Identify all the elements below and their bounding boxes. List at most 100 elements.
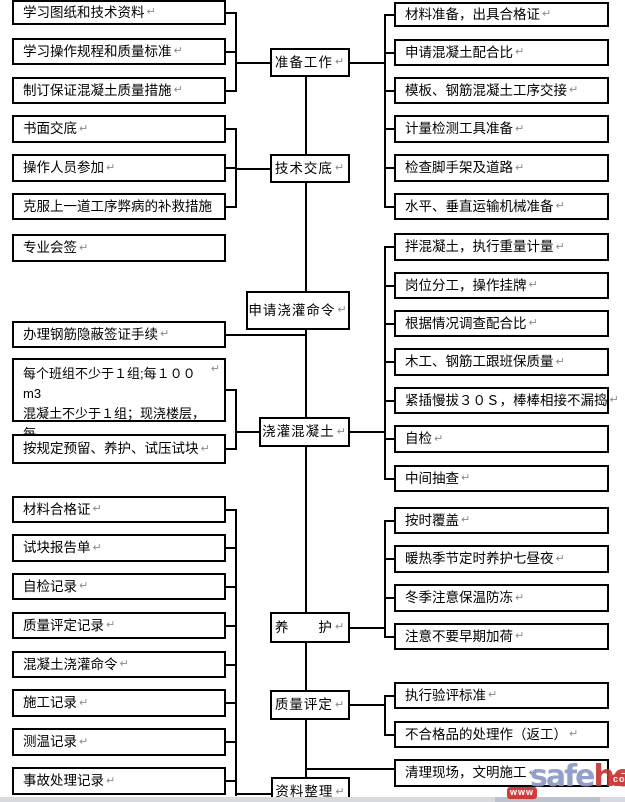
paragraph-return-icon: ↵	[515, 591, 525, 604]
paragraph-return-icon: ↵	[79, 580, 89, 592]
paragraph-return-icon: ↵	[555, 355, 565, 368]
paragraph-return-icon: ↵	[106, 774, 116, 787]
right-box-18: 执行验评标准↵	[394, 682, 609, 709]
left-box-15: 混凝土浇灌命令↵	[12, 651, 226, 678]
connector-line	[384, 636, 397, 638]
stage-box-1: 准备工作↵	[270, 48, 350, 77]
stage-box-7-label: 资料整理	[275, 784, 334, 800]
right-box-5-label: 检查脚手架及道路	[405, 160, 513, 176]
connector-line	[384, 14, 386, 208]
connector-line	[224, 664, 237, 666]
connector-line	[384, 558, 397, 560]
connector-line	[224, 702, 237, 704]
paragraph-return-icon: ↵	[528, 766, 538, 779]
left-box-8: 办理钢筋隐蔽签证手续↵	[12, 321, 226, 348]
paragraph-return-icon: ↵	[334, 56, 346, 68]
right-box-3-label: 模板、钢筋混凝土工序交接	[405, 82, 567, 98]
left-box-5-label: 操作人员参加	[23, 160, 104, 176]
connector-line	[224, 90, 237, 92]
right-box-4: 计量检测工具准备↵	[394, 115, 609, 143]
left-box-16-label: 施工记录	[23, 695, 77, 711]
left-box-7-label: 专业会签	[23, 240, 77, 256]
connector-line	[305, 447, 307, 612]
stage-box-3: 申请浇灌命令↵	[246, 291, 350, 330]
right-box-3: 模板、钢筋混凝土工序交接↵	[394, 77, 609, 104]
connector-line	[384, 400, 397, 402]
stage-box-1-label: 准备工作	[274, 54, 333, 70]
left-box-15-label: 混凝土浇灌命令	[23, 656, 118, 672]
left-box-14: 质量评定记录↵	[12, 612, 226, 639]
right-box-1: 材料准备，出具合格证↵	[394, 2, 609, 27]
right-box-20-label: 清理现场，文明施工	[405, 765, 527, 781]
left-box-10: 按规定预留、养护、试压试块↵	[12, 434, 226, 464]
paragraph-return-icon: ↵	[542, 8, 552, 20]
connector-line	[224, 509, 237, 511]
left-box-17-label: 测温记录	[23, 734, 77, 750]
right-box-6-label: 水平、垂直运输机械准备	[405, 198, 554, 214]
right-box-17: 注意不要早期加荷↵	[394, 623, 609, 650]
connector-line	[384, 52, 397, 54]
paragraph-return-icon: ↵	[555, 552, 565, 565]
connector-line	[384, 246, 386, 480]
connector-line	[235, 431, 262, 433]
paragraph-return-icon: ↵	[79, 735, 89, 748]
connector-line	[384, 597, 397, 599]
paragraph-return-icon: ↵	[461, 472, 471, 484]
paragraph-return-icon: ↵	[336, 425, 347, 438]
stage-box-4: 浇灌混凝土↵	[259, 417, 350, 447]
connector-line	[224, 51, 237, 53]
right-box-9: 根据情况调查配合比↵	[394, 310, 609, 337]
connector-line	[224, 741, 237, 743]
connector-line	[305, 330, 307, 417]
right-box-18-label: 执行验评标准	[405, 687, 486, 703]
paragraph-return-icon: ↵	[160, 328, 170, 340]
right-box-12-label: 自检	[405, 431, 432, 447]
paragraph-return-icon: ↵	[555, 240, 565, 253]
connector-line	[224, 780, 237, 782]
connector-line	[235, 509, 237, 796]
left-box-3: 制订保证混凝土质量措施↵	[12, 77, 226, 104]
right-box-5: 检查脚手架及道路↵	[394, 154, 609, 182]
paragraph-return-icon: ↵	[528, 317, 538, 329]
right-box-8-label: 岗位分工，操作挂牌	[405, 277, 527, 293]
stage-box-6-label: 质量评定	[274, 697, 333, 713]
connector-line	[305, 77, 307, 154]
connector-line	[384, 128, 397, 130]
connector-line	[347, 627, 386, 629]
paragraph-return-icon: ↵	[173, 84, 183, 96]
connector-line	[384, 695, 397, 697]
right-box-15-label: 暖热季节定时养护七昼夜	[405, 551, 554, 567]
left-box-18-label: 事故处理记录	[23, 773, 104, 789]
right-box-16-label: 冬季注意保温防冻	[405, 590, 513, 606]
paragraph-return-icon: ↵	[335, 785, 346, 798]
paragraph-return-icon: ↵	[146, 6, 156, 18]
watermark-www-badge: www	[507, 787, 538, 799]
connector-line	[235, 168, 273, 170]
connector-line	[384, 520, 397, 522]
connector-line	[224, 206, 237, 208]
paragraph-return-icon: ↵	[334, 621, 346, 633]
left-box-16: 施工记录↵	[12, 689, 226, 717]
paragraph-return-icon: ↵	[173, 45, 183, 57]
connector-line	[384, 206, 397, 208]
left-box-12: 试块报告单↵	[12, 534, 226, 562]
right-box-13: 中间抽查↵	[394, 465, 609, 492]
connector-line	[384, 695, 386, 736]
right-box-14-label: 按时覆盖	[405, 512, 459, 528]
left-box-6: 克服上一道工序弊病的补救措施	[12, 193, 226, 220]
left-box-1-label: 学习图纸和技术资料	[23, 4, 145, 20]
paragraph-return-icon: ↵	[609, 394, 619, 406]
right-box-10: 木工、钢筋工跟班保质量↵	[394, 348, 609, 376]
left-box-7: 专业会签↵	[12, 234, 226, 262]
left-box-14-label: 质量评定记录	[23, 617, 104, 633]
left-box-17: 测温记录↵	[12, 728, 226, 756]
left-box-18: 事故处理记录↵	[12, 767, 226, 795]
connector-line	[384, 167, 397, 169]
connector-line	[384, 90, 397, 92]
right-box-15: 暖热季节定时养护七昼夜↵	[394, 545, 609, 573]
connector-line	[384, 520, 386, 638]
right-box-12: 自检↵	[394, 425, 609, 453]
left-box-4: 书面交底↵	[12, 115, 226, 143]
